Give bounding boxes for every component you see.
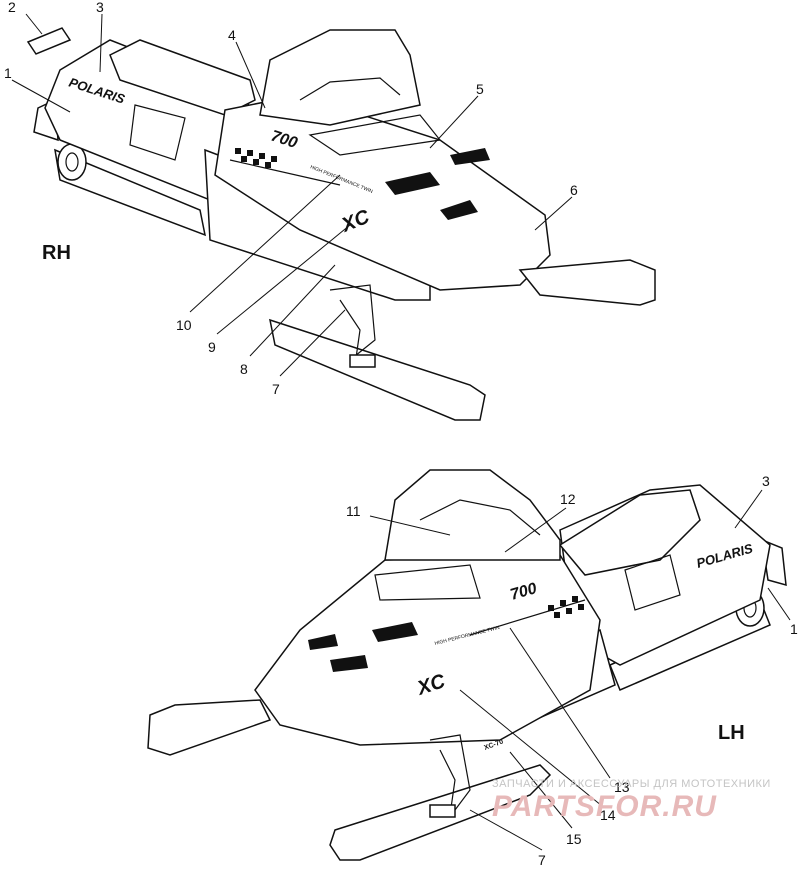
watermark-logo: PARTSFOR.RU [492, 790, 717, 823]
rh-windshield [259, 29, 421, 126]
callout-lh-1: 1 [790, 621, 798, 637]
callout-lh-12: 12 [560, 491, 576, 507]
callout-rh-10: 10 [176, 317, 192, 333]
callout-lh-11: 11 [346, 503, 361, 519]
rh-right-ski [518, 259, 656, 306]
lh-checker-stripe [469, 596, 586, 636]
lh-leader-lines [369, 489, 791, 851]
callout-rh-6: 6 [570, 182, 578, 198]
side-label-rh: RH [42, 242, 71, 264]
callout-lh-14: 14 [600, 807, 616, 823]
decal-2-sticker [26, 27, 72, 55]
rh-checker-stripe [229, 148, 341, 186]
lh-snowmobile-drawing: POLARIS 700 XC HIGH PERFORMANCE TWIN XC-… [147, 469, 787, 861]
rh-track [54, 148, 207, 237]
rh-hood [214, 94, 551, 291]
lh-700-decal: 700 [508, 580, 538, 604]
rh-seat [109, 39, 256, 116]
callout-lh-13: 13 [614, 779, 630, 795]
callout-rh-8: 8 [240, 361, 248, 377]
callout-rh-1: 1 [4, 65, 12, 81]
rh-snowmobile-drawing: POLARIS 700 XC HIGH PERFORMANCE TWIN [26, 27, 656, 421]
callout-rh-2: 2 [8, 0, 16, 15]
callout-rh-3: 3 [96, 0, 104, 15]
lh-hood [254, 554, 601, 746]
rh-left-ski [269, 318, 486, 421]
callout-rh-9: 9 [208, 339, 216, 355]
callout-rh-7: 7 [272, 381, 280, 397]
watermark-tagline: ЗАПЧАСТИ И АКСЕССУАРЫ ДЛЯ МОТОТЕХНИКИ [492, 778, 771, 790]
callout-lh-15: 15 [566, 831, 582, 847]
rh-hood-vent [385, 172, 440, 195]
lh-hood-vent [372, 622, 418, 642]
rh-leader-lines [11, 13, 573, 377]
callout-rh-5: 5 [476, 81, 484, 97]
lh-seat [558, 489, 701, 576]
callout-rh-4: 4 [228, 27, 236, 43]
lh-right-ski [147, 699, 272, 756]
side-label-lh: LH [718, 722, 745, 744]
callout-lh-3: 3 [762, 473, 770, 489]
lh-windshield [384, 469, 561, 561]
callout-lh-7: 7 [538, 852, 546, 868]
